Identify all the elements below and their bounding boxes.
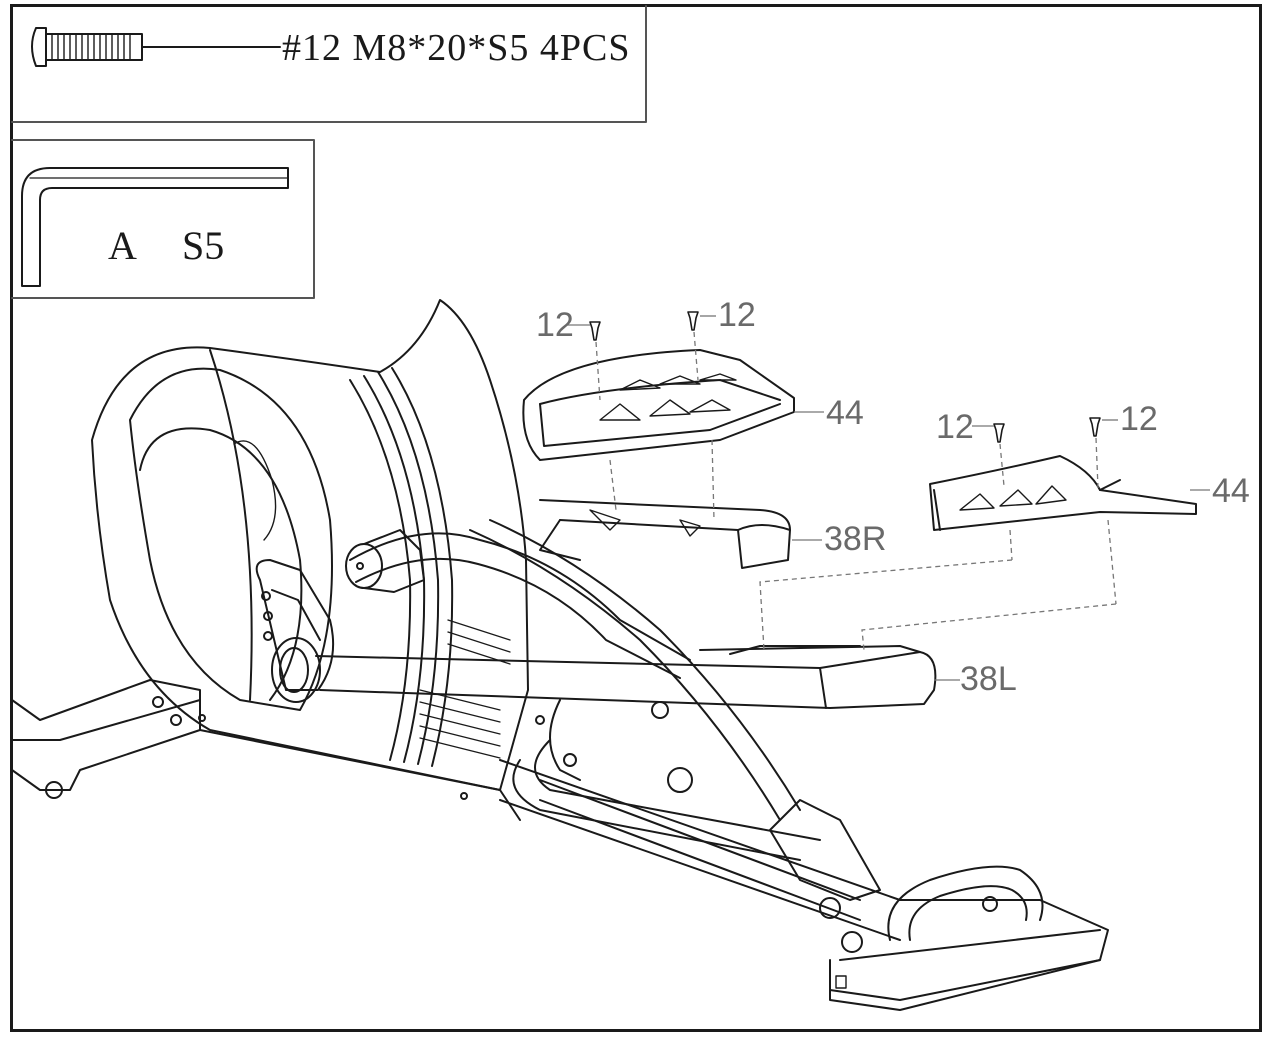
- crank-assembly: [255, 529, 691, 703]
- bolts: [589, 311, 1101, 443]
- tool-box: [11, 139, 315, 299]
- pedal-upper: [522, 349, 795, 461]
- callout-bolt-12: 12: [536, 306, 574, 344]
- rear-base: [11, 679, 521, 821]
- hardware-box: [11, 5, 647, 123]
- callout-bolt-12: 12: [936, 408, 974, 446]
- bolt-icon: [687, 311, 699, 331]
- bolt-icon: [993, 423, 1005, 443]
- bolt-icon: [1089, 417, 1101, 437]
- pedal-arm-right: [539, 499, 791, 569]
- bolt-head-icon: [31, 27, 47, 67]
- main-rail: [499, 739, 1109, 1011]
- callout-bolt-12: 12: [718, 296, 756, 334]
- callout-bolt-12: 12: [1120, 400, 1158, 438]
- pedal-arm-left: [315, 645, 937, 709]
- incline-arm: [469, 519, 881, 901]
- callout-arm-38l: 38L: [960, 660, 1017, 698]
- flywheel-housing: [91, 299, 529, 791]
- callout-arm-38r: 38R: [824, 520, 887, 558]
- pedal-lower: [929, 455, 1197, 531]
- bolt-icon: [589, 321, 601, 341]
- allen-key-icon: [21, 167, 289, 287]
- tool-size: S5: [182, 223, 225, 268]
- hardware-label: #12 M8*20*S5 4PCS: [282, 27, 631, 69]
- callout-pedal-44: 44: [826, 394, 864, 432]
- callout-pedal-44: 44: [1212, 472, 1250, 510]
- tool-letter: A: [108, 223, 137, 268]
